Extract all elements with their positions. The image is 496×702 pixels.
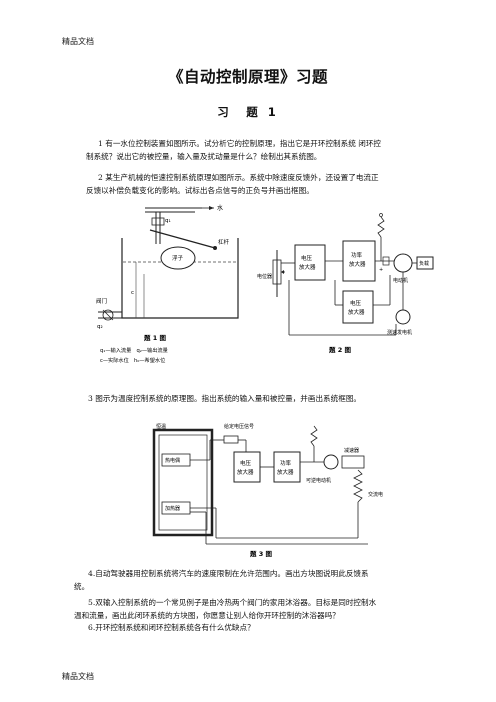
problem-1-line-2: 制系统？说出它的被控量，输入量及扰动量是什么？绘制出其系统图。 [86,152,322,161]
fig1-float-label: 浮子 [172,254,184,262]
fig2-pot-label: 电位器 [257,273,272,280]
problem-5: 5.双输入控制系统的一个常见例子是由冷热两个阀门的家用沐浴器。目标是同时控制水 … [74,596,438,622]
fig2-caption: 题 2 图 [329,345,352,354]
fig1-lever-label: 杠杆 [218,238,230,246]
fig2-load-label: 负载 [419,260,429,267]
fig2-pamp-label: 功率 [351,251,363,259]
fig2-plus-label: + [379,267,383,273]
fig1-legend-line-2: c—实际水位 h₀—希望水位 [100,356,165,364]
fig2-vamp-label: 电压 [301,254,313,262]
fig1-q2-label: q₂ [97,324,103,330]
problem-1: 1 有一水位控制装置如图所示。试分析它的控制原理，指出它是开环控制系统 闭环控 … [86,137,438,163]
problem-2-line-1: 2 某生产机械的恒速控制系统原理如图所示。系统中除速度反馈外，还设置了电流正 [98,173,379,182]
figure-2-speed-control: 电位器 电压 放大器 功率 放大器 电压 放大器 电动机 负载 测速发电机 + … [257,213,434,354]
fig3-vamp-label-2: 放大器 [237,468,254,476]
page-footer-label: 精品文档 [62,672,94,681]
problem-5-line-2: 温和流量，画出此闭环系统的方块图，你愿意让别人给你开环控制的沐浴器吗？ [74,611,340,620]
fig3-pamp-label: 功率 [280,459,292,467]
fig1-caption: 题 1 图 [144,333,167,342]
fig1-legend-line-1: q₁—输入流量 q₂—输出流量 [100,346,168,354]
fig3-oven-label: 恒温 [156,423,166,430]
problem-3: 3 图示为温度控制系统的原理图。指出系统的输入量和被控量，并画出系统框图。 [88,392,438,405]
page-header-label: 精品文档 [62,37,94,46]
fig2-tach-label: 测速发电机 [387,329,412,336]
fig2-camp-label-2: 放大器 [348,308,365,316]
fig3-vamp-label: 电压 [240,459,252,467]
fig3-motor-label: 可逆电动机 [306,477,331,484]
problem-3-line: 3 图示为温度控制系统的原理图。指出系统的输入量和被控量，并画出系统框图。 [88,394,362,403]
fig1-q1-label: q₁ [165,218,171,224]
problem-6-line: 6.开环控制系统和闭环控制系统各有什么优缺点？ [88,623,255,632]
fig1-valve-label: 阀门 [96,297,107,305]
fig3-heater-label: 加热器 [165,505,180,512]
problem-5-line-1: 5.双输入控制系统的一个常见例子是由冷热两个阀门的家用沐浴器。目标是同时控制水 [88,598,377,607]
fig2-vamp-label-2: 放大器 [299,263,316,271]
section-heading: 习 题 1 [217,105,279,119]
fig3-reducer-label: 减速器 [344,447,359,454]
problem-6: 6.开环控制系统和闭环控制系统各有什么优缺点？ [88,621,438,634]
problem-4: 4.自动驾驶器用控制系统将汽车的速度限制在允许范围内。画出方块图说明此反馈系 统… [74,567,438,593]
fig3-thermo-label: 热电偶 [165,457,180,464]
fig1-c-label: c [131,290,134,296]
fig2-pamp-label-2: 放大器 [349,260,366,268]
fig2-motor-label: 电动机 [393,277,408,284]
fig1-water-label: 水 [217,204,223,212]
problem-4-line-2: 统。 [74,582,90,591]
fig2-camp-label: 电压 [350,299,362,307]
problem-1-line-1: 1 有一水位控制装置如图所示。试分析它的控制原理，指出它是开环控制系统 闭环控 [98,139,382,148]
fig3-pamp-label-2: 放大器 [277,468,294,476]
fig3-setpoint-label: 给定电压信号 [224,423,254,430]
document-title: 《自动控制原理》习题 [167,68,328,86]
problem-2: 2 某生产机械的恒速控制系统原理如图所示。系统中除速度反馈外，还设置了电流正 反… [86,171,438,197]
fig3-caption: 题 3 图 [250,549,273,558]
fig3-ac-label: 交流电 [368,491,383,498]
problem-2-line-2: 反馈以补偿负载变化的影响。试标出各点信号的正负号并画出框图。 [86,186,314,195]
figure-1-water-level: c 水 浮子 杠杆 阀门 q₂ q₁ 题 1 图 q₁—输入流量 q₂—输出流量… [96,204,239,364]
figure-3-temperature-control: 恒温 热电偶 加热器 给定电压信号 电压 放大器 功率 放大器 可逆电动机 减速… [152,423,383,558]
problem-4-line-1: 4.自动驾驶器用控制系统将汽车的速度限制在允许范围内。画出方块图说明此反馈系 [88,569,369,578]
